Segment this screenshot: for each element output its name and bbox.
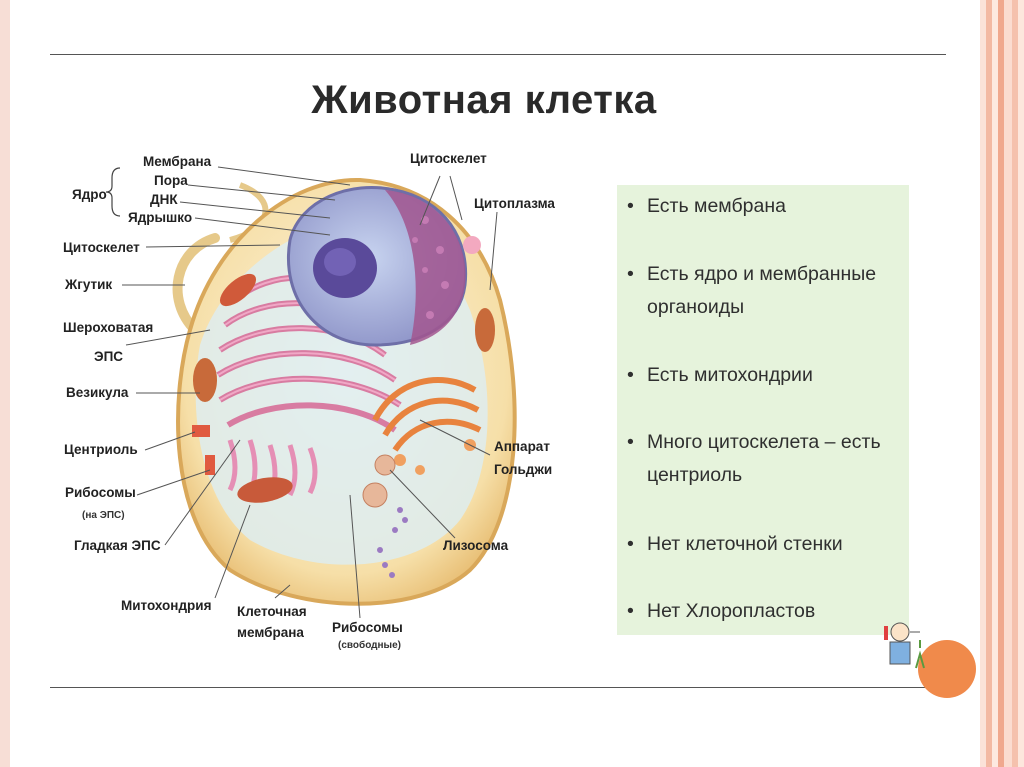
feature-item: •Есть мембрана	[623, 190, 905, 223]
label-ribosomes-er: Рибосомы	[65, 485, 136, 500]
bullet: •	[627, 195, 634, 217]
feature-item: •Есть митохондрии	[623, 359, 905, 392]
feature-item: •Много цитоскелета – есть центриоль	[623, 426, 905, 492]
label-dna: ДНК	[150, 192, 178, 207]
bullet: •	[627, 263, 634, 285]
label-cell-membrane-1: Клеточная	[237, 604, 307, 619]
bullet: •	[627, 431, 634, 453]
bottom-divider	[50, 687, 946, 688]
label-smooth-er: Гладкая ЭПС	[74, 538, 161, 553]
label-mitochondrion: Митохондрия	[121, 598, 212, 613]
label-cytoskeleton-top: Цитоскелет	[410, 151, 487, 166]
slide-right-stripes	[980, 0, 1024, 767]
label-golgi-2: Гольджи	[494, 462, 553, 477]
label-rough-er-2: ЭПС	[94, 349, 124, 364]
top-divider	[50, 54, 946, 55]
decorative-orange-circle	[918, 640, 976, 698]
feature-item: •Нет клеточной стенки	[623, 528, 905, 561]
features-panel: •Есть мембрана •Есть ядро и мембранные о…	[617, 185, 909, 635]
label-ribosomes-er-note: (на ЭПС)	[82, 510, 125, 521]
label-cytoplasm: Цитоплазма	[474, 196, 555, 211]
label-cytoskeleton-left: Цитоскелет	[63, 240, 140, 255]
bullet: •	[627, 600, 634, 622]
bullet: •	[627, 364, 634, 386]
label-ribosomes-free-note: (свободные)	[338, 640, 401, 651]
bullet: •	[627, 533, 634, 555]
slide-title: Животная клетка	[311, 78, 657, 122]
label-membrane: Мембрана	[143, 154, 212, 169]
label-nucleolus: Ядрышко	[128, 210, 193, 225]
slide-left-border	[0, 0, 10, 767]
label-rough-er-1: Шероховатая	[63, 320, 154, 335]
label-vesicle: Везикула	[66, 385, 129, 400]
scientist-clipart-icon	[884, 622, 925, 669]
label-nucleus: Ядро	[72, 187, 107, 202]
label-cell-membrane-2: мембрана	[237, 625, 304, 640]
label-golgi-1: Аппарат	[494, 439, 550, 454]
label-ribosomes-free: Рибосомы	[332, 620, 403, 635]
feature-item: •Есть ядро и мембранные органоиды	[623, 258, 905, 324]
label-lysosome: Лизосома	[443, 538, 509, 553]
label-flagellum: Жгутик	[65, 277, 113, 292]
label-pore: Пора	[154, 173, 188, 188]
label-centriole: Центриоль	[64, 442, 138, 457]
feature-item: •Нет Хлоропластов	[623, 595, 905, 628]
